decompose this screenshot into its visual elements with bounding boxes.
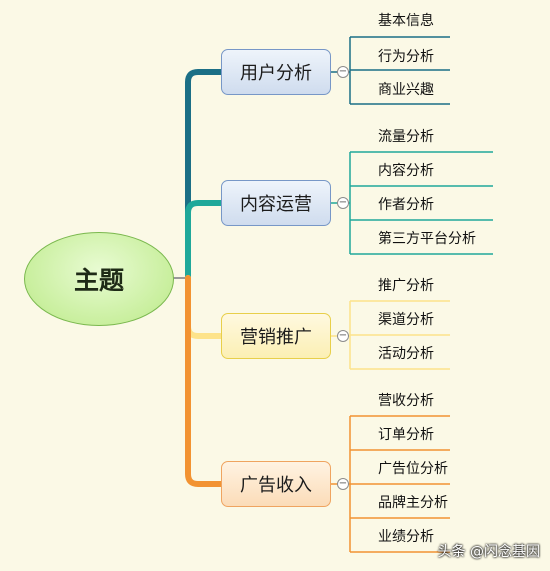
collapse-toggle-icon[interactable]: − (337, 478, 349, 490)
branch-label: 用户分析 (240, 63, 312, 84)
leaf-topic[interactable]: 广告位分析 (378, 461, 448, 477)
branch-label: 内容运营 (240, 194, 312, 215)
root-topic-label: 主题 (73, 266, 124, 295)
branch-connector (185, 69, 224, 281)
leaf-topic[interactable]: 营收分析 (378, 393, 434, 409)
leaf-topic[interactable]: 流量分析 (378, 129, 434, 145)
branch-label: 广告收入 (240, 475, 312, 496)
branch-user-analysis[interactable]: 用户分析 (221, 49, 331, 95)
leaf-topic[interactable]: 订单分析 (378, 427, 434, 443)
leaf-topic[interactable]: 商业兴趣 (378, 82, 434, 98)
leaf-topic[interactable]: 第三方平台分析 (378, 231, 476, 247)
watermark: 头条 @闪念基因 (437, 544, 540, 560)
branch-label: 营销推广 (240, 327, 312, 348)
collapse-toggle-icon[interactable]: − (337, 66, 349, 78)
branch-connector (185, 275, 224, 487)
branch-content-operation[interactable]: 内容运营 (221, 180, 331, 226)
root-topic[interactable]: 主题 (24, 232, 174, 326)
leaf-topic[interactable]: 渠道分析 (378, 312, 434, 328)
leaf-topic[interactable]: 内容分析 (378, 163, 434, 179)
leaf-topic[interactable]: 品牌主分析 (378, 495, 448, 511)
branch-ad-revenue[interactable]: 广告收入 (221, 461, 331, 507)
branch-connector (185, 275, 224, 339)
branch-connector (185, 200, 224, 281)
collapse-toggle-icon[interactable]: − (337, 330, 349, 342)
leaf-topic[interactable]: 推广分析 (378, 278, 434, 294)
leaf-topic[interactable]: 活动分析 (378, 346, 434, 362)
collapse-toggle-icon[interactable]: − (337, 197, 349, 209)
leaf-topic[interactable]: 业绩分析 (378, 529, 434, 545)
branch-marketing[interactable]: 营销推广 (221, 313, 331, 359)
leaf-topic[interactable]: 基本信息 (378, 13, 434, 29)
leaf-topic[interactable]: 行为分析 (378, 49, 434, 65)
leaf-topic[interactable]: 作者分析 (378, 197, 434, 213)
